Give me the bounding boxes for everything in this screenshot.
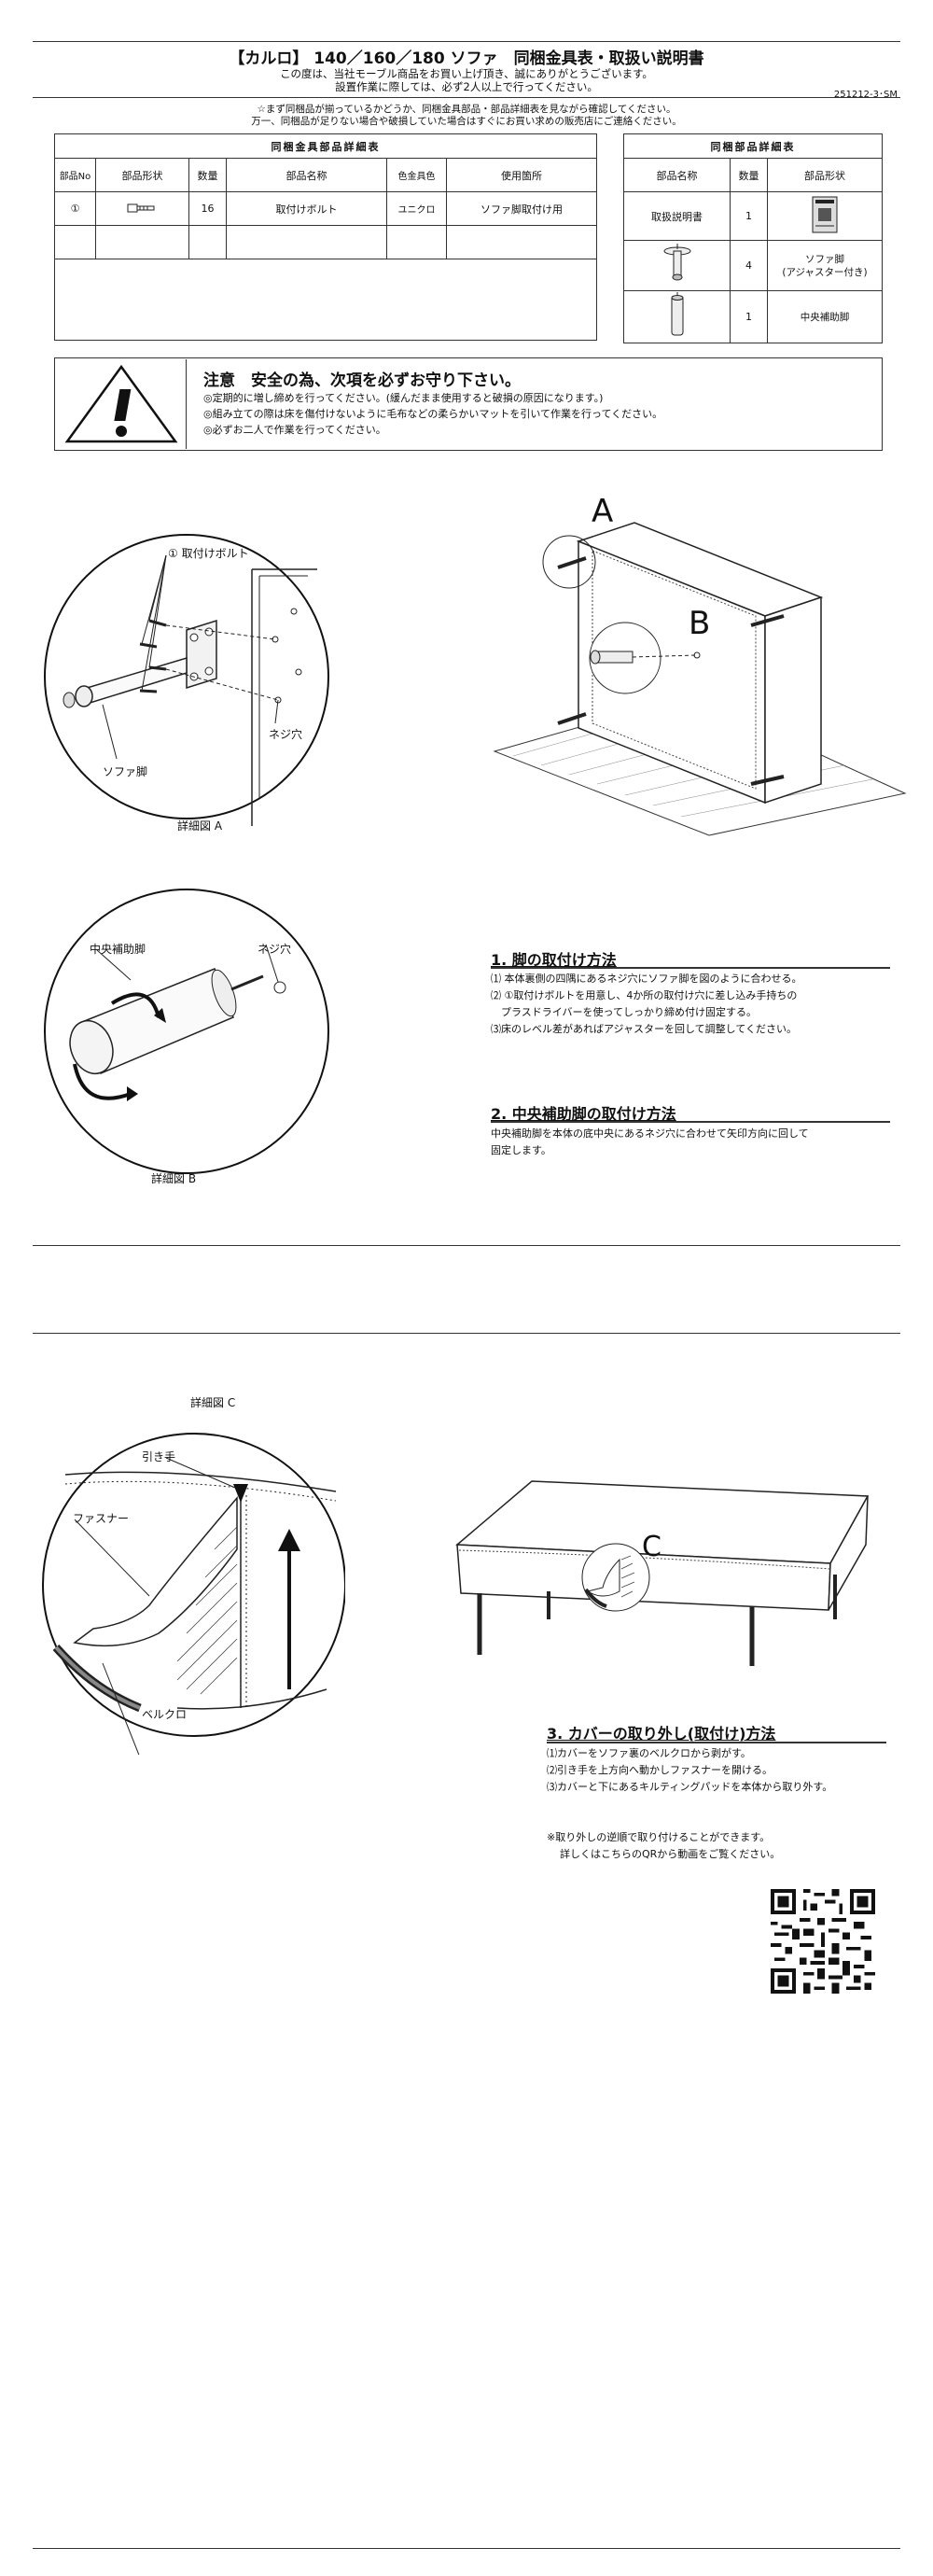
- cell-usage: ソファ脚取付け用: [446, 191, 597, 226]
- hardware-table: 同梱金具部品詳細表 部品No 部品形状 数量 部品名称 色金具色 使用箇所 ① …: [54, 133, 597, 341]
- cell-manual-name: 取扱説明書: [623, 191, 731, 241]
- detail-a-illustration: [44, 534, 329, 826]
- col-usage: 使用箇所: [446, 158, 597, 192]
- caution-line-3: ◎必ずお二人で作業を行ってください。: [203, 424, 386, 436]
- col-color: 色金具色: [386, 158, 447, 192]
- caution-line-2: ◎組み立ての際は床を傷付けないように毛布などの柔らかいマットを引いて作業を行って…: [203, 408, 663, 420]
- label-b: B: [689, 605, 711, 642]
- section-3-rule: [547, 1742, 886, 1743]
- detail-c-illustration: [42, 1433, 345, 1755]
- section-2-title: 2. 中央補助脚の取付け方法: [491, 1105, 676, 1123]
- section-1-rule: [491, 967, 890, 969]
- table-row: ① 16 取付けボルト ユニクロ ソファ脚取付け用: [54, 191, 597, 226]
- parts-table-caption: 同梱部品詳細表: [623, 133, 883, 159]
- detail-c-caption: 詳細図 C: [190, 1396, 236, 1409]
- cell-name: 取付けボルト: [226, 191, 387, 226]
- section-3-line-2: ⑵引き手を上方向へ動かしファスナーを開ける。: [547, 1764, 773, 1776]
- support-leg-label: 中央補助脚: [90, 943, 146, 956]
- table-row: 4 ソファ脚 (アジャスター付き): [623, 240, 883, 291]
- top-rule: [33, 41, 900, 42]
- section-1-line-2: ⑵ ①取付けボルトを用意し、4か所の取付け穴に差し込み手持ちの: [491, 989, 798, 1001]
- hardware-table-caption: 同梱金具部品詳細表: [54, 133, 597, 159]
- section-3-line-3: ⑶カバーと下にあるキルティングパッドを本体から取り外す。: [547, 1781, 833, 1793]
- cell-no: ①: [54, 191, 96, 226]
- cell-leg-qty: 4: [730, 240, 768, 291]
- header-rule: [33, 97, 900, 98]
- leg-icon: [623, 240, 731, 291]
- section-1-line-1: ⑴ 本体裏側の四隅にあるネジ穴にソファ脚を図のように合わせる。: [491, 973, 802, 985]
- page-1-bottom-rule: [33, 1245, 900, 1246]
- section-2-rule: [491, 1121, 890, 1123]
- section-2-line-2: 固定します。: [491, 1144, 551, 1156]
- bolt-shape-icon: [95, 191, 189, 226]
- sofa-leg-label: ソファ脚: [103, 765, 148, 778]
- col-parts-qty: 数量: [730, 158, 768, 192]
- section-1-title: 1. 脚の取付け方法: [491, 951, 617, 969]
- velcro-label: ベルクロ: [142, 1708, 188, 1721]
- caution-box: [54, 357, 883, 451]
- document-title: 【カルロ】 140／160／180 ソファ 同梱金具表・取扱い説明書: [229, 49, 704, 68]
- sofa-cover-illustration: [455, 1480, 870, 1666]
- col-parts-shape: 部品形状: [767, 158, 883, 192]
- page-2-bottom-rule: [33, 2548, 900, 2549]
- section-3-note-2: 詳しくはこちらのQRから動画をご覧ください。: [560, 1848, 781, 1860]
- section-2-line-1: 中央補助脚を本体の底中央にあるネジ穴に合わせて矢印方向に回して: [491, 1127, 809, 1140]
- col-part-shape: 部品形状: [95, 158, 189, 192]
- section-1-line-4: ⑶床のレベル差があればアジャスターを回して調整してください。: [491, 1023, 798, 1035]
- col-qty: 数量: [188, 158, 227, 192]
- zipper-label: ファスナー: [73, 1512, 130, 1525]
- col-part-name: 部品名称: [226, 158, 387, 192]
- screw-hole-label-a: ネジ穴: [269, 728, 303, 741]
- parts-table: 同梱部品詳細表 部品名称 数量 部品形状 取扱説明書 1 4 ソファ脚 (アジャ…: [623, 133, 883, 343]
- detail-a-caption: 詳細図 A: [177, 819, 223, 833]
- cell-support-qty: 1: [730, 290, 768, 343]
- cell-support-shape: 中央補助脚: [767, 290, 883, 343]
- cell-qty: 16: [188, 191, 227, 226]
- bolt-label: ① 取付けボルト: [168, 547, 249, 560]
- cell-manual-qty: 1: [730, 191, 768, 241]
- check-note-1: ☆まず同梱品が揃っているかどうか、同梱金具部品・部品詳細表を見ながら確認してくだ…: [257, 104, 676, 115]
- section-3-title: 3. カバーの取り外し(取付け)方法: [547, 1725, 776, 1743]
- support-leg-icon: [623, 290, 731, 343]
- label-a: A: [592, 493, 614, 530]
- section-1-line-3: プラスドライバーを使ってしっかり締め付け固定する。: [491, 1006, 758, 1018]
- cell-color: ユニクロ: [386, 191, 447, 226]
- check-note-2: 万一、同梱品が足りない場合や破損していた場合はすぐにお買い求めの販売店にご連絡く…: [251, 116, 682, 127]
- col-part-no: 部品No: [54, 158, 96, 192]
- label-c: C: [642, 1531, 661, 1563]
- table-row: 1 中央補助脚: [623, 290, 883, 343]
- sofa-underside-illustration: [493, 522, 907, 836]
- caution-line-1: ◎定期的に増し締めを行ってください。(緩んだまま使用すると破損の原因になります。…: [203, 392, 604, 404]
- detail-b-illustration: [44, 889, 329, 1174]
- two-person-text: 設置作業に際しては、必ず2人以上で行ってください。: [335, 80, 598, 93]
- detail-b-caption: 詳細図 B: [151, 1172, 197, 1185]
- page-2-top-rule: [33, 1333, 900, 1334]
- section-3-line-1: ⑴カバーをソファ裏のベルクロから剥がす。: [547, 1747, 751, 1759]
- manual-icon: [767, 191, 883, 241]
- pull-tab-label: 引き手: [142, 1450, 176, 1463]
- warning-icon: [56, 359, 187, 449]
- table-row: 取扱説明書 1: [623, 191, 883, 241]
- col-parts-name: 部品名称: [623, 158, 731, 192]
- thanks-text: この度は、当社モーブル商品をお買い上げ頂き、誠にありがとうございます。: [280, 67, 653, 80]
- document-code: 251212-3･SM: [833, 90, 898, 100]
- cell-leg-shape: ソファ脚 (アジャスター付き): [767, 240, 883, 291]
- caution-title: 注意 安全の為、次項を必ずお守り下さい。: [203, 371, 521, 390]
- qr-code-icon[interactable]: [771, 1889, 875, 1994]
- section-3-note-1: ※取り外しの逆順で取り付けることができます。: [547, 1831, 771, 1843]
- screw-hole-label-b: ネジ穴: [258, 943, 292, 956]
